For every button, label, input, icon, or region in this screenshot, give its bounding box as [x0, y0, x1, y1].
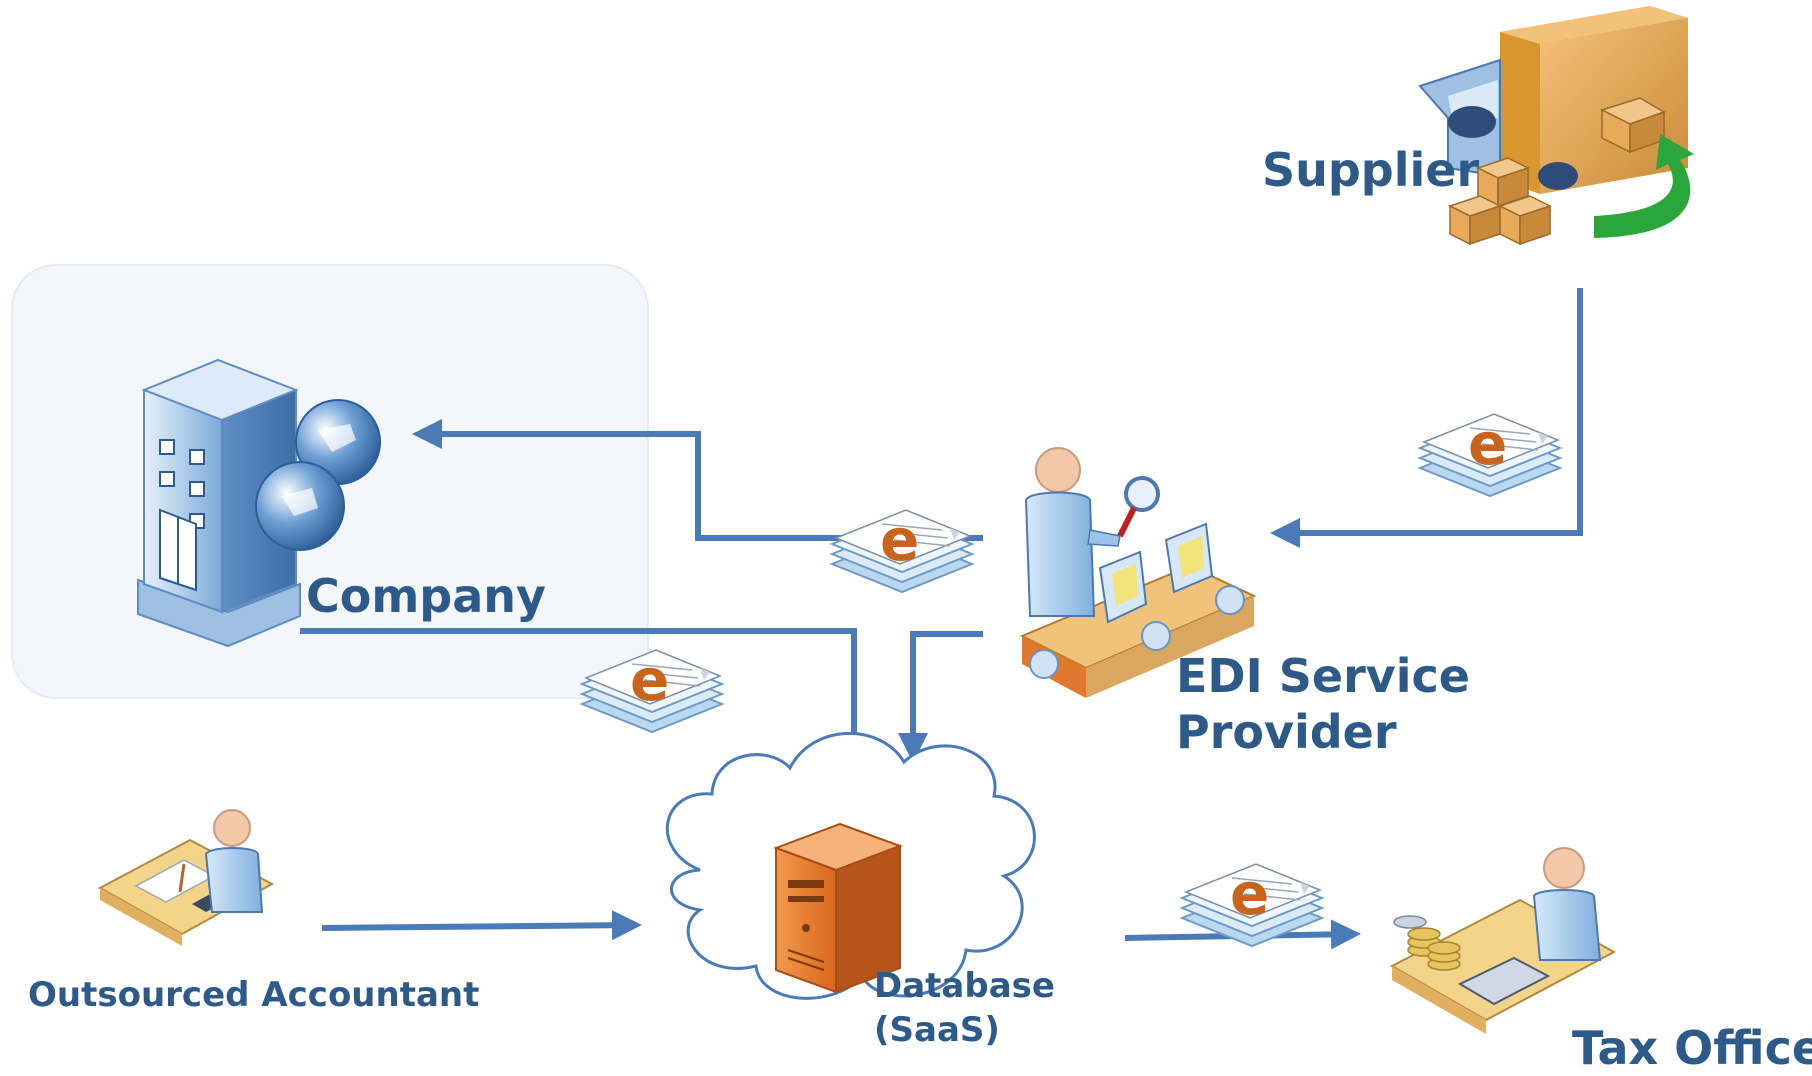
person-head-icon: [213, 809, 251, 847]
edi-service-provider-label-line1: EDI Service: [1176, 649, 1470, 703]
company-building-icon: [137, 358, 381, 648]
boxes-icon: [1448, 157, 1552, 246]
e-letter: e: [1230, 860, 1269, 928]
arrow-accountant-to-database: [321, 910, 642, 941]
e-letter: e: [1468, 410, 1507, 478]
tax-office-icon: [1389, 847, 1617, 1034]
tax-office-label: Tax Office: [1572, 1021, 1812, 1075]
person-head-icon: [1035, 447, 1081, 493]
edi-service-provider-label-line2: Provider: [1176, 705, 1397, 759]
arrow-edi-to-database: [898, 631, 983, 763]
server-icon: [773, 822, 903, 994]
supplier-label: Supplier: [1262, 143, 1480, 197]
e-document-icon: e: [1419, 410, 1561, 497]
arrow-company-to-database: [300, 628, 869, 774]
outsourced-accountant-icon: [97, 809, 275, 946]
magnifier-icon: [1124, 476, 1160, 512]
green-return-arrow-icon: [1594, 134, 1694, 238]
edi-service-provider-icon: [1019, 447, 1257, 698]
supplier-truck-icon: [1418, 6, 1694, 246]
e-letter: e: [880, 506, 919, 574]
person-head-icon: [1543, 847, 1585, 889]
e-document-icon: e: [1181, 860, 1323, 947]
database-label-line2: (SaaS): [874, 1010, 1000, 1050]
coins-icon: [1393, 915, 1461, 971]
arrow-supplier-to-edi: [1270, 288, 1583, 548]
outsourced-accountant-label: Outsourced Accountant: [28, 975, 480, 1015]
e-document-icon: e: [831, 506, 973, 593]
database-cloud-icon: [665, 731, 1036, 1000]
e-letter: e: [630, 646, 669, 714]
company-label: Company: [306, 569, 546, 623]
database-label-line1: Database: [874, 966, 1055, 1006]
e-document-icon: e: [581, 646, 723, 733]
